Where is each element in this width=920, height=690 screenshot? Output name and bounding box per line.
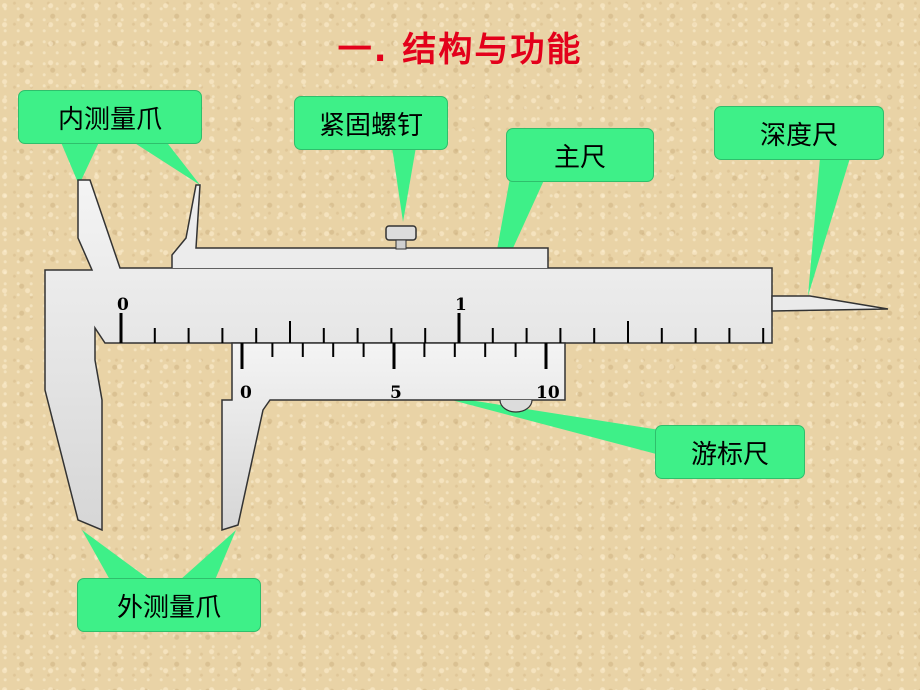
vernier-thumb [499, 399, 533, 413]
slider-top [171, 184, 549, 268]
outer-jaw-pointer-right [180, 530, 236, 580]
main-scale-number-0: 0 [117, 295, 129, 315]
vernier-number-0: 0 [240, 383, 252, 403]
vernier-pointer [425, 393, 660, 455]
label-lock-screw: 紧固螺钉 [294, 96, 448, 150]
depth-rod [771, 295, 889, 312]
main-scale-ticks [119, 313, 765, 343]
vernier-number-10: 10 [536, 383, 560, 403]
vernier-plate [221, 342, 566, 532]
page-title: 一. 结构与功能 [337, 30, 583, 70]
label-main-scale: 主尺 [506, 128, 654, 182]
inner-jaw-pointer-left [60, 140, 100, 185]
vernier-scale-ticks [240, 343, 548, 369]
outer-jaw-pointer-left [82, 530, 150, 580]
main-scale-number-1: 1 [455, 295, 467, 315]
lock-screw-stem [395, 239, 407, 250]
depth-rod-pointer [808, 158, 850, 296]
inner-jaw-pointer-right [130, 140, 200, 185]
lock-screw-pointer [392, 147, 416, 222]
label-inner-jaw: 内测量爪 [18, 90, 202, 144]
label-outer-jaw: 外测量爪 [77, 578, 261, 632]
vernier-number-5: 5 [390, 383, 402, 403]
lock-screw-head [385, 225, 417, 241]
label-depth-rod: 深度尺 [714, 106, 884, 160]
label-vernier: 游标尺 [655, 425, 805, 479]
